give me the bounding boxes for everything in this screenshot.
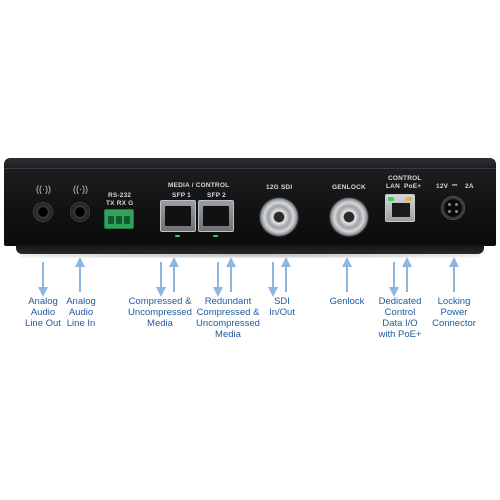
lan-poe-port[interactable]: [385, 194, 415, 222]
media-control-label: MEDIA / CONTROL: [168, 182, 230, 189]
power-amps-label: 2A: [465, 183, 474, 190]
sfp1-label: SFP 1: [172, 192, 191, 199]
dc-symbol-icon: ⎓: [452, 182, 458, 189]
sfp1-led: [175, 235, 180, 237]
rj45-link-led: [388, 197, 394, 201]
sdi-label: 12G SDI: [266, 184, 293, 191]
device-base: [16, 244, 484, 254]
audio-line-out-jack[interactable]: [34, 203, 52, 221]
rs232-terminal-block[interactable]: [104, 209, 134, 229]
power-voltage-label: 12V: [436, 183, 449, 190]
rs232-pins-label: TX RX G: [106, 200, 134, 207]
callout-genlock: Genlock: [329, 296, 365, 307]
poe-label: PoE+: [404, 183, 422, 190]
rj45-activity-led: [406, 197, 412, 201]
sdi-bnc-connector[interactable]: [260, 198, 298, 236]
genlock-label: GENLOCK: [332, 184, 366, 191]
genlock-bnc-connector[interactable]: [330, 198, 368, 236]
sfp2-label: SFP 2: [207, 192, 226, 199]
audio-in-icon: ((·)): [73, 184, 88, 194]
locking-power-connector[interactable]: [442, 197, 464, 219]
rs232-label: RS-232: [108, 192, 132, 199]
control-label: CONTROL: [388, 175, 422, 182]
sfp1-cage[interactable]: [160, 200, 196, 232]
sfp2-led: [213, 235, 218, 237]
sfp2-cage[interactable]: [198, 200, 234, 232]
lan-label: LAN: [386, 183, 400, 190]
device-shadow: [20, 252, 480, 258]
audio-out-icon: ((·)): [36, 184, 51, 194]
audio-line-in-jack[interactable]: [71, 203, 89, 221]
